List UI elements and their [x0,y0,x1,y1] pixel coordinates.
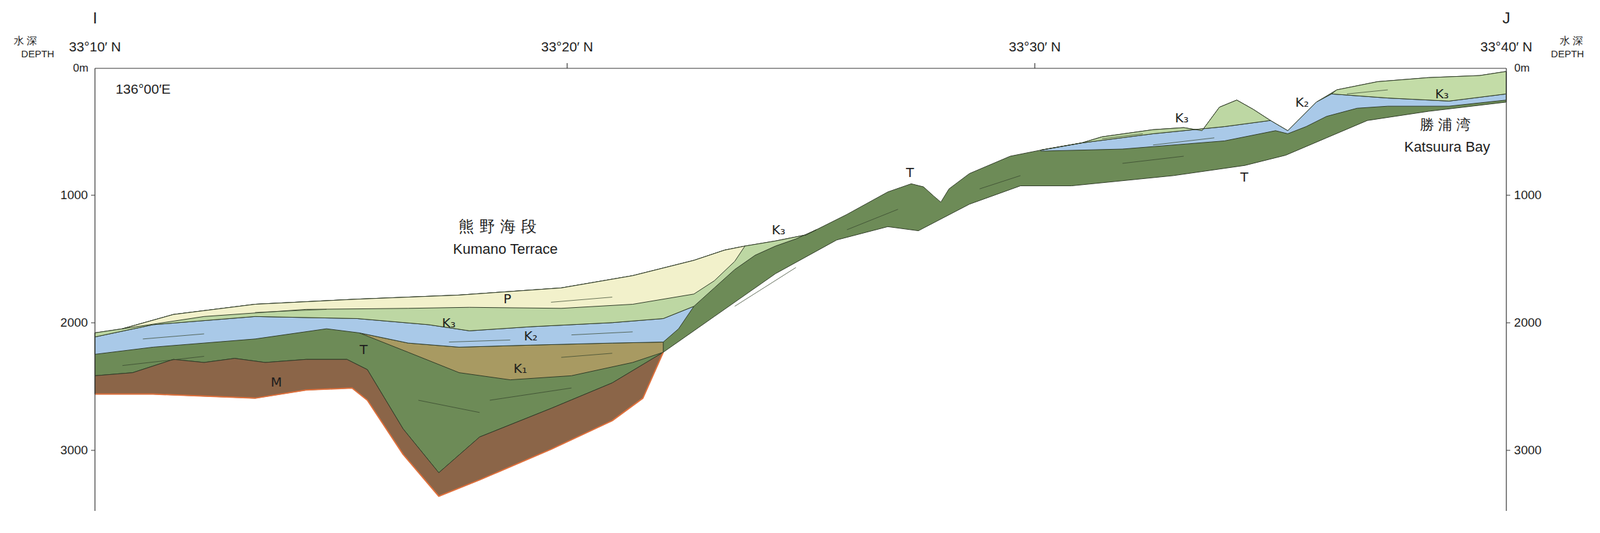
place-name: 熊野海段 [458,217,542,235]
layer-k3 [1040,100,1271,151]
tick [91,195,95,451]
axis-title: 水 深 [13,35,38,47]
bedding-lines [122,89,1388,413]
depth-label: 1000 [60,188,88,203]
tick [1506,195,1511,451]
layer-k3 [94,229,817,337]
unit-label: T [906,165,914,180]
place-name: 勝浦湾 [1419,117,1475,133]
unit-label: K₁ [513,360,527,376]
place-name: Katsuura Bay [1404,139,1491,155]
layer-k3 [1331,71,1506,101]
left-axis [94,68,95,511]
depth-label: 0m [1514,62,1530,75]
latitude-label: 33°20′ N [541,39,594,54]
latitude-label: 33°30′ N [1008,39,1061,54]
unit-label: K₃ [441,315,456,330]
axis-title: DEPTH [21,48,55,60]
axes [91,63,1511,511]
depth-label: 1000 [1514,188,1542,203]
unit-label: M [270,374,282,389]
unit-label: T [1240,169,1249,185]
unit-label: K₂ [523,328,538,343]
unit-label: P [503,291,512,306]
unit-label: T [359,342,368,357]
depth-label: 2000 [60,316,88,330]
unit-label: K₃ [771,222,786,237]
unit-label: K₂ [1294,94,1309,110]
place-name: Kumano Terrace [452,241,558,257]
section-end-letter: J [1502,9,1511,27]
depth-label: 3000 [1514,443,1542,458]
axis-title: 水 深 [1559,35,1584,47]
layer-p [122,245,745,329]
unit-label: K₃ [1434,86,1449,101]
depth-label: 3000 [60,443,88,458]
depth-label: 2000 [1514,316,1542,330]
latitude-label: 33°10′ N [68,39,121,54]
right-axis [1505,68,1507,511]
depth-label: 0m [72,62,89,75]
longitude-label: 136°00′E [115,81,172,97]
unit-label: K₃ [1174,110,1189,125]
section-end-letter: I [93,9,98,27]
latitude-label: 33°40′ N [1480,39,1533,54]
tick [567,63,1035,69]
top-axis [94,67,1507,69]
axis-title: DEPTH [1551,48,1585,60]
layer-t [94,71,1507,473]
